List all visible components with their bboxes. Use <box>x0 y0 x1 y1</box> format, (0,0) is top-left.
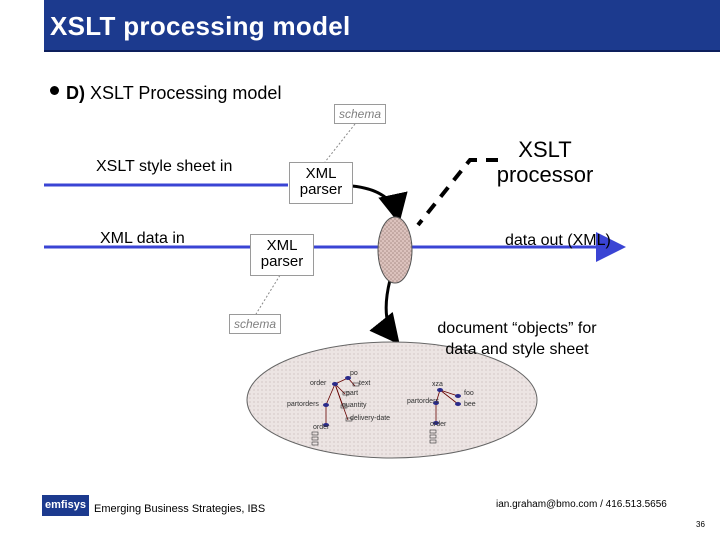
tree-label-foo: foo <box>464 390 474 397</box>
parser2-line1: XML <box>266 237 298 254</box>
tree-label-order: order <box>310 380 327 387</box>
parser2-line2: parser <box>260 253 304 270</box>
schema-mid-link <box>255 271 283 315</box>
title-left-strip <box>0 0 44 50</box>
bullet-label: XSLT Processing model <box>90 83 282 103</box>
processor-line2: processor <box>496 162 594 187</box>
right-tree-leaves <box>429 429 437 444</box>
page-number: 36 <box>696 520 705 529</box>
company-logo: emfisys <box>42 495 89 516</box>
schema-mid-box: schema <box>229 314 282 334</box>
doc-objects-line1: document “objects” for <box>437 320 597 337</box>
tree-label-po: po <box>350 370 358 377</box>
footer-contact: ian.graham@bmo.com / 416.513.5656 <box>496 499 667 510</box>
left-tree <box>325 377 356 425</box>
tree-label-text: text <box>359 380 371 387</box>
parser1-line2: parser <box>299 181 343 198</box>
tree-label-quantity: quantity <box>342 402 367 409</box>
schema-top-link <box>324 123 356 163</box>
processor-to-objects-arrow <box>369 279 400 345</box>
bullet-text: D) XSLT Processing model <box>66 83 281 104</box>
xml-parser-1: XML parser <box>289 162 353 204</box>
tree-label-partorders: partorders <box>287 401 319 408</box>
title-bar: XSLT processing model <box>44 0 720 52</box>
left-tree-nodes <box>323 376 351 427</box>
tree-label-order-right: order <box>430 421 447 428</box>
processor-dashed-link <box>416 158 498 227</box>
doc-objects-line2: data and style sheet <box>445 341 589 358</box>
tree-label-partorders-right: partorders <box>407 398 439 405</box>
tree-label-part: part <box>346 390 359 397</box>
left-tree-leaves <box>311 382 360 446</box>
bullet-dot <box>50 86 59 95</box>
tree-label-delivery: delivery-date <box>350 415 391 422</box>
bullet-prefix: D) <box>66 83 85 103</box>
slide-title: XSLT processing model <box>50 11 351 41</box>
tree-label-order2: order <box>313 424 330 431</box>
tree-label-bee: bee <box>464 401 476 408</box>
parser-to-processor-arrow <box>351 184 408 224</box>
processor-line1: XSLT <box>518 137 572 162</box>
document-objects-ellipse <box>246 341 538 459</box>
parser1-line1: XML <box>305 165 337 182</box>
right-tree <box>435 389 459 423</box>
xslt-processor-label: XSLT processor <box>484 137 606 187</box>
document-objects-label: document “objects” for data and style sh… <box>424 318 610 360</box>
xml-data-in-label: XML data in <box>100 230 185 247</box>
tree-label-xza: xza <box>432 381 443 388</box>
right-tree-nodes <box>433 388 461 425</box>
footer-left-text: Emerging Business Strategies, IBS <box>94 503 266 515</box>
data-out-label: data out (XML) <box>505 232 611 249</box>
processor-node <box>377 216 413 284</box>
schema-top-box: schema <box>334 104 387 124</box>
stylesheet-in-label: XSLT style sheet in <box>96 158 233 175</box>
xml-parser-2: XML parser <box>250 234 314 276</box>
